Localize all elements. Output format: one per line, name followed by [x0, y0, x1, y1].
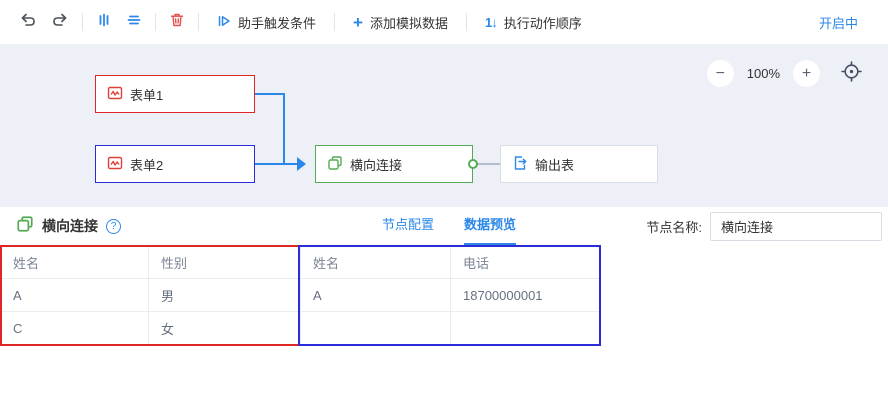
add-mock-data-label: 添加模拟数据	[369, 15, 448, 31]
redo-button[interactable]	[44, 0, 76, 44]
output-table-icon	[512, 155, 528, 174]
assistant-trigger-button[interactable]: 助手触发条件	[205, 0, 328, 44]
column-header: 电话	[450, 245, 601, 279]
delete-button[interactable]	[162, 0, 192, 44]
zoom-out-button[interactable]: −	[706, 60, 734, 87]
toolbar-divider	[82, 13, 83, 31]
edge-form1-join-vertical	[283, 93, 285, 165]
action-order-button[interactable]: 1↓ 执行动作顺序	[473, 0, 594, 44]
node-form1[interactable]: 表单1	[95, 75, 255, 113]
toolbar-divider	[198, 13, 199, 31]
node-label: 横向连接	[350, 157, 403, 173]
toolbar-divider	[155, 13, 156, 31]
status-toggle[interactable]: 开启中	[818, 15, 858, 31]
node-form2[interactable]: 表单2	[95, 145, 255, 183]
table-cell: A	[300, 278, 451, 312]
tab-data-preview[interactable]: 数据预览	[464, 207, 517, 245]
panel-tabs: 节点配置 数据预览	[381, 207, 517, 245]
toolbar: 助手触发条件 + 添加模拟数据 1↓ 执行动作顺序 开启中	[0, 0, 888, 44]
sort-order-icon: 1↓	[484, 14, 498, 30]
table-cell: A	[0, 278, 149, 312]
edge-arrowhead-icon	[297, 157, 306, 171]
locate-button[interactable]	[841, 60, 862, 87]
horizontal-layout-button[interactable]	[119, 0, 149, 44]
panel-header: 横向连接 ? 节点配置 数据预览 节点名称:	[0, 207, 888, 245]
edge-form2-join	[255, 163, 298, 165]
panel-title-group: 横向连接 ?	[16, 215, 382, 238]
node-name-group: 节点名称:	[516, 211, 882, 241]
column-header: 姓名	[300, 245, 451, 279]
table-row: A 男 A 18700000001	[0, 278, 601, 312]
join-icon	[16, 215, 34, 238]
panel-title: 横向连接	[42, 218, 98, 234]
table-row: C 女	[0, 311, 601, 345]
zoom-controls: − 100% +	[706, 60, 862, 87]
play-icon	[217, 14, 231, 31]
table-cell: 18700000001	[450, 278, 601, 312]
table-cell	[300, 311, 451, 345]
horizontal-layout-icon	[126, 12, 142, 33]
edge-join-output	[476, 163, 500, 165]
preview-table: 姓名 性别 姓名 电话 A 男 A 18700000001 C 女	[0, 245, 601, 345]
node-label: 表单1	[130, 87, 164, 103]
redo-icon	[51, 12, 69, 33]
join-icon	[327, 155, 343, 174]
help-icon[interactable]: ?	[106, 218, 121, 234]
form-icon	[107, 85, 123, 104]
node-detail-panel: 横向连接 ? 节点配置 数据预览 节点名称: 姓名 性别 姓名 电话	[0, 207, 888, 410]
plus-icon: +	[353, 12, 363, 32]
column-header: 姓名	[0, 245, 149, 279]
vertical-layout-button[interactable]	[89, 0, 119, 44]
table-cell	[450, 311, 601, 345]
data-preview-table: 姓名 性别 姓名 电话 A 男 A 18700000001 C 女	[0, 245, 601, 346]
table-cell: 女	[148, 311, 301, 345]
tab-node-config[interactable]: 节点配置	[381, 217, 434, 232]
table-cell: 男	[148, 278, 301, 312]
node-join[interactable]: 横向连接	[315, 145, 473, 183]
action-order-label: 执行动作顺序	[503, 15, 582, 31]
table-header-row: 姓名 性别 姓名 电话	[0, 245, 601, 279]
table-cell: C	[0, 311, 149, 345]
edge-form1-join	[255, 93, 285, 95]
zoom-in-button[interactable]: +	[793, 60, 820, 87]
node-label: 表单2	[130, 157, 164, 173]
flow-canvas[interactable]: 表单1 表单2 横向连接	[0, 44, 888, 207]
form-icon	[107, 155, 123, 174]
trash-icon	[169, 12, 185, 33]
node-label: 输出表	[535, 157, 575, 173]
add-mock-data-button[interactable]: + 添加模拟数据	[341, 0, 460, 44]
node-name-label: 节点名称:	[646, 219, 702, 235]
column-header: 性别	[148, 245, 301, 279]
assistant-trigger-label: 助手触发条件	[238, 15, 317, 31]
node-output[interactable]: 输出表	[500, 145, 658, 183]
toolbar-divider	[465, 13, 467, 31]
node-name-input[interactable]	[710, 211, 882, 241]
join-output-port[interactable]	[468, 159, 478, 169]
undo-button[interactable]	[12, 0, 44, 44]
toolbar-divider	[334, 13, 336, 31]
crosshair-icon	[841, 60, 862, 87]
zoom-level: 100%	[746, 66, 780, 81]
vertical-layout-icon	[96, 12, 112, 33]
undo-icon	[19, 12, 37, 33]
